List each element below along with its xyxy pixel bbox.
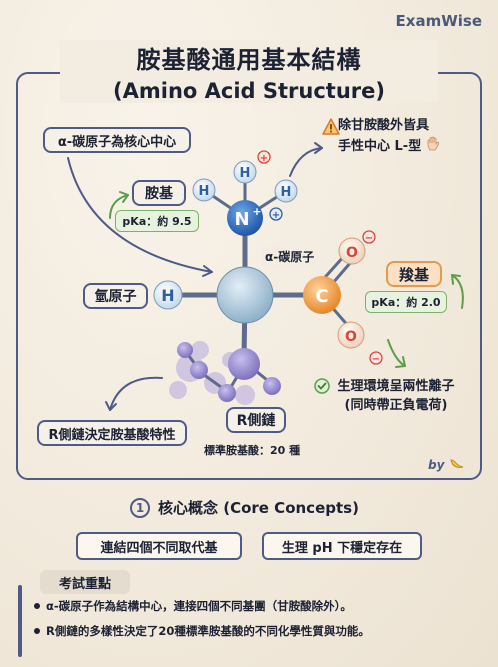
core-number-badge: 1 bbox=[130, 497, 150, 518]
hand-icon bbox=[425, 136, 441, 159]
banana-icon bbox=[449, 457, 465, 474]
alpha-carbon-atom bbox=[216, 266, 274, 324]
hydrogen-symbol: H bbox=[161, 286, 174, 305]
bullet-icon bbox=[34, 628, 40, 634]
r-atom-2 bbox=[263, 377, 281, 395]
hydrogen-box: 氫原子 bbox=[83, 283, 148, 309]
chiral-note: 除甘胺酸外皆具 手性中心 L-型 bbox=[338, 117, 470, 159]
plus-charge-2 bbox=[269, 207, 283, 221]
r-atom-main bbox=[228, 348, 260, 380]
page-subtitle: (Amino Acid Structure) bbox=[113, 79, 385, 103]
carboxyl-carbon-symbol: C bbox=[315, 286, 328, 307]
chiral-note-line2: 手性中心 L-型 bbox=[338, 138, 422, 154]
nitrogen-atom bbox=[227, 200, 263, 236]
exam-point-text: R側鏈的多樣性決定了20種標準胺基酸的不同化學性質與功能。 bbox=[46, 624, 370, 638]
nitrogen-symbol: N bbox=[234, 209, 249, 230]
svg-text:−: − bbox=[365, 233, 373, 244]
amine-h2 bbox=[233, 160, 257, 184]
arrow-chiral bbox=[289, 147, 323, 177]
minus-charge-1 bbox=[362, 230, 376, 244]
svg-text:+: + bbox=[260, 153, 268, 164]
annotation-arrows bbox=[67, 142, 464, 411]
brand-logo: ExamWise bbox=[395, 12, 482, 30]
title-block: 胺基酸通用基本結構 (Amino Acid Structure) bbox=[60, 40, 438, 103]
amine-h1 bbox=[192, 178, 216, 202]
amine-h3-symbol: H bbox=[281, 185, 292, 200]
check-icon bbox=[314, 378, 330, 394]
zwitterion-note: 生理環境呈兩性離子 (同時帶正負電荷) bbox=[328, 378, 464, 416]
alpha-carbon-label: α-碳原子 bbox=[262, 247, 318, 266]
by-label: by bbox=[428, 457, 465, 474]
page-title: 胺基酸通用基本結構 bbox=[136, 46, 362, 74]
r-chain-note-box: R側鏈決定胺基酸特性 bbox=[37, 420, 187, 446]
amine-h1-symbol: H bbox=[199, 184, 210, 199]
exam-point: α-碳原子作為結構中心，連接四個不同基團（甘胺酸除外）。 bbox=[34, 598, 489, 614]
standard-count-label: 標準胺基酸：20 種 bbox=[204, 444, 301, 457]
oxygen-atom-2 bbox=[337, 321, 365, 349]
amine-h2-symbol: H bbox=[240, 166, 251, 181]
core-pill-2: 生理 pH 下穩定存在 bbox=[262, 532, 422, 560]
amine-box: 胺基 bbox=[132, 180, 186, 206]
exam-accent-bar bbox=[18, 585, 22, 657]
chiral-note-line1: 除甘胺酸外皆具 bbox=[338, 118, 430, 133]
r-chain-box: R側鏈 bbox=[226, 407, 286, 433]
arrow-alpha-center bbox=[67, 157, 213, 273]
arrow-amine bbox=[109, 194, 129, 219]
carboxyl-pka-badge: pKa：約 2.0 bbox=[365, 291, 447, 313]
arrow-zwitterion bbox=[387, 339, 406, 367]
bullet-icon bbox=[34, 603, 40, 609]
zwitterion-line1: 生理環境呈兩性離子 bbox=[337, 379, 455, 394]
nitrogen-charge: + bbox=[252, 205, 261, 218]
oxygen-2-symbol: O bbox=[345, 329, 357, 345]
r-atom-5 bbox=[177, 342, 193, 358]
oxygen-atom-1 bbox=[338, 237, 366, 265]
core-pill-1: 連結四個不同取代基 bbox=[76, 532, 242, 560]
r-atom-4 bbox=[190, 361, 208, 379]
hydrogen-atom bbox=[153, 280, 183, 310]
carboxyl-carbon-atom bbox=[303, 276, 341, 314]
exam-point-text: α-碳原子作為結構中心，連接四個不同基團（甘胺酸除外）。 bbox=[46, 599, 352, 613]
carboxyl-box: 羧基 bbox=[386, 261, 442, 287]
exam-title: 考試重點 bbox=[40, 570, 130, 594]
core-concepts-heading: 1 核心概念 (Core Concepts) bbox=[130, 497, 359, 518]
svg-text:−: − bbox=[372, 354, 380, 365]
arrow-carboxyl bbox=[451, 274, 464, 309]
arrow-r-chain bbox=[109, 376, 163, 411]
oxygen-1-symbol: O bbox=[346, 245, 358, 261]
core-concepts-title: 核心概念 (Core Concepts) bbox=[158, 499, 359, 517]
amine-h3 bbox=[274, 179, 298, 203]
minus-charge-2 bbox=[369, 351, 383, 365]
plus-charge-1 bbox=[257, 150, 271, 164]
alpha-center-box: α-碳原子為核心中心 bbox=[43, 127, 191, 153]
exam-point: R側鏈的多樣性決定了20種標準胺基酸的不同化學性質與功能。 bbox=[34, 623, 489, 639]
r-atom-3 bbox=[218, 384, 236, 402]
by-text: by bbox=[428, 458, 445, 472]
warning-icon bbox=[322, 118, 340, 136]
zwitterion-line2: (同時帶正負電荷) bbox=[344, 397, 448, 413]
exam-points-list: α-碳原子作為結構中心，連接四個不同基團（甘胺酸除外）。 R側鏈的多樣性決定了2… bbox=[34, 598, 489, 648]
amine-pka-badge: pKa：約 9.5 bbox=[115, 210, 199, 232]
svg-text:+: + bbox=[272, 210, 280, 221]
